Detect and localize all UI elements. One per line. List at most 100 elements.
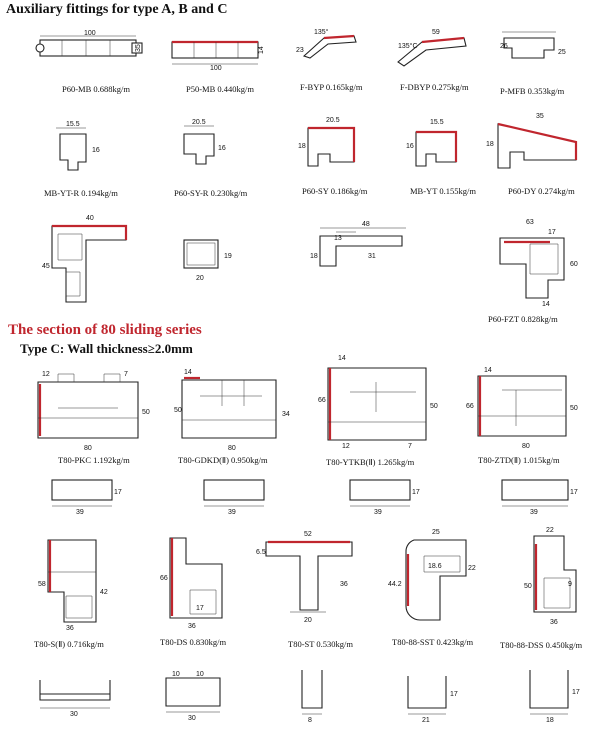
dim-label: 17 xyxy=(196,605,204,612)
dim-label: 15.5 xyxy=(66,121,80,128)
dim-label: 31 xyxy=(368,253,376,260)
profile-t80-ztd: 14 66 50 80 xyxy=(466,367,578,450)
dim-label: 15.5 xyxy=(430,119,444,126)
dim-label: 20.5 xyxy=(192,119,206,126)
dim-label: 16 xyxy=(218,145,226,152)
dim-label: 50 xyxy=(570,405,578,412)
dim-label: 45 xyxy=(42,263,50,270)
dim-label: 14 xyxy=(338,355,346,362)
profile-p-mfb: 26 25 xyxy=(500,31,566,59)
profile-f-byp: 135° 23 xyxy=(296,28,357,59)
dim-label: 40 xyxy=(86,215,94,222)
dim-label: 63 xyxy=(526,219,534,226)
dim-label: 60 xyxy=(570,261,578,268)
dim-label: 35 xyxy=(536,113,544,120)
dim-label: 30 xyxy=(188,715,196,722)
caption-mb-yt-r: MB-YT-R 0.194kg/m xyxy=(44,188,118,198)
profile-p60-sy-r: 20.5 16 xyxy=(183,119,226,165)
dim-label: 14 xyxy=(542,301,550,308)
profile-t80-ds: 66 17 36 xyxy=(160,537,223,630)
dim-label: 7 xyxy=(124,371,128,378)
heading-type-c: Type C: Wall thickness≥2.0mm xyxy=(20,341,193,356)
dim-label: 16 xyxy=(406,143,414,150)
profile-f-dbyp: 59 135°C xyxy=(397,29,467,67)
dim-label: 18 xyxy=(486,141,494,148)
caption-f-byp: F-BYP 0.165kg/m xyxy=(300,82,363,92)
caption-p60-mb: P60-MB 0.688kg/m xyxy=(62,84,131,94)
dim-label: 66 xyxy=(160,575,168,582)
caption-t80-ytkb: T80-YTKB(Ⅱ) 1.265kg/m xyxy=(326,457,415,467)
dim-label: 12 xyxy=(342,443,350,450)
profile-l-corner-40-45: 40 45 xyxy=(42,215,128,303)
profile-t80-88-dss: 22 50 9 36 xyxy=(524,527,577,626)
dim-label: 50 xyxy=(142,409,150,416)
strip-s-channel: 30 xyxy=(39,680,111,718)
strip-ytkb: 39 17 xyxy=(349,479,420,516)
profile-t80-s: 58 42 36 xyxy=(38,539,108,632)
profile-t80-gdkd: 14 50 34 80 xyxy=(174,369,290,452)
caption-t80-ds: T80-DS 0.830kg/m xyxy=(160,637,227,647)
dim-label: 52 xyxy=(304,531,312,538)
dim-label: 35 xyxy=(135,44,142,52)
dim-label: 30 xyxy=(70,711,78,718)
heading-sliding-series: The section of 80 sliding series xyxy=(8,322,202,338)
strip-ds-channel: 10 10 30 xyxy=(165,671,221,722)
dim-label: 39 xyxy=(374,509,382,516)
dim-label: 22 xyxy=(468,565,476,572)
caption-t80-88-dss: T80-88-DSS 0.450kg/m xyxy=(500,640,583,650)
dim-label: 135°C xyxy=(398,42,418,50)
dim-label: 22 xyxy=(546,527,554,534)
dim-label: 66 xyxy=(466,403,474,410)
dim-label: 50 xyxy=(430,403,438,410)
dim-label: 59 xyxy=(432,29,440,36)
dim-label: 18 xyxy=(298,143,306,150)
dim-label: 17 xyxy=(570,489,578,496)
dim-label: 36 xyxy=(340,581,348,588)
strip-st-channel: 8 xyxy=(301,670,323,724)
strip-dss-channel: 18 17 xyxy=(529,670,580,724)
profile-t80-88-sst: 25 44.2 18.6 22 xyxy=(388,529,476,621)
dim-label: 6.5 xyxy=(256,549,266,556)
dim-label: 9 xyxy=(568,581,572,588)
dim-label: 18 xyxy=(546,717,554,724)
strip-ztd: 39 17 xyxy=(501,479,578,516)
heading-aux-fittings: Auxiliary fittings for type A, B and C xyxy=(6,2,228,17)
caption-t80-st: T80-ST 0.530kg/m xyxy=(288,639,354,649)
caption-p50-mb: P50-MB 0.440kg/m xyxy=(186,84,255,94)
profile-p60-sy: 20.5 18 xyxy=(298,117,356,167)
profile-p60-fzt: 63 17 60 14 xyxy=(499,219,578,308)
caption-p60-sy: P60-SY 0.186kg/m xyxy=(302,186,368,196)
dim-label: 12 xyxy=(42,371,50,378)
dim-label: 10 xyxy=(172,671,180,678)
profile-p50-mb: 100 14 xyxy=(171,40,265,72)
caption-t80-88-sst: T80-88-SST 0.423kg/m xyxy=(392,637,474,647)
dim-label: 66 xyxy=(318,397,326,404)
dim-label: 16 xyxy=(92,147,100,154)
caption-t80-pkc: T80-PKC 1.192kg/m xyxy=(58,455,130,465)
dim-label: 25 xyxy=(558,49,566,56)
dim-label: 39 xyxy=(228,509,236,516)
strip-gdkd: 39 xyxy=(203,479,265,516)
dim-label: 36 xyxy=(550,619,558,626)
dim-label: 14 xyxy=(258,46,265,54)
dim-label: 18 xyxy=(310,253,318,260)
dim-label: 13 xyxy=(334,235,342,242)
dim-label: 17 xyxy=(412,489,420,496)
dim-label: 8 xyxy=(308,717,312,724)
strip-pkc: 39 17 xyxy=(51,479,122,516)
dim-label: 100 xyxy=(210,65,222,72)
caption-p60-fzt: P60-FZT 0.828kg/m xyxy=(488,314,558,324)
profile-t80-pkc: 12 7 50 80 xyxy=(37,371,150,452)
dim-label: 14 xyxy=(184,369,192,376)
dim-label: 25 xyxy=(432,529,440,536)
dim-label: 80 xyxy=(228,445,236,452)
caption-f-dbyp: F-DBYP 0.275kg/m xyxy=(400,82,469,92)
dim-label: 17 xyxy=(114,489,122,496)
dim-label: 36 xyxy=(66,625,74,632)
profile-bar-48-31: 48 13 31 18 xyxy=(310,221,406,267)
caption-t80-gdkd: T80-GDKD(Ⅱ) 0.950kg/m xyxy=(178,455,268,465)
strip-sst-channel: 21 17 xyxy=(407,676,458,724)
dim-label: 135° xyxy=(314,28,329,36)
caption-p-mfb: P-MFB 0.353kg/m xyxy=(500,86,565,96)
dim-label: 17 xyxy=(548,229,556,236)
